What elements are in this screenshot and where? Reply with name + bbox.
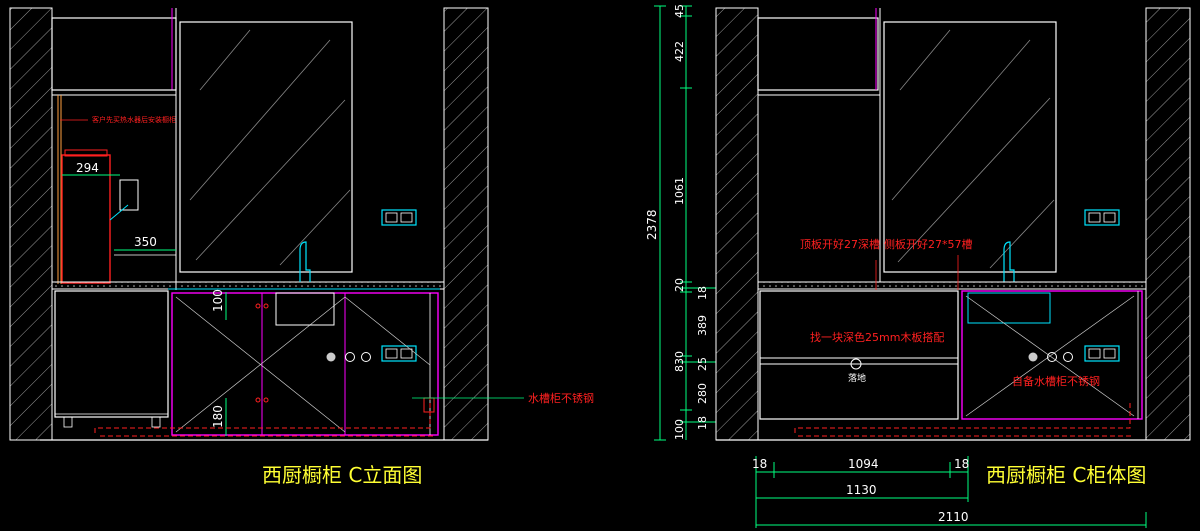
left-countertop xyxy=(51,281,445,290)
right-vdim-20: 20 xyxy=(673,278,686,292)
right-elevation: 2378 45 422 1061 20 830 18 389 25 280 10… xyxy=(645,4,1191,528)
left-dim-350: 350 xyxy=(134,235,157,249)
right-hdim-18a: 18 xyxy=(752,457,767,471)
right-vdim-18b: 18 xyxy=(696,416,709,430)
left-lower-cabinet xyxy=(54,290,169,418)
left-mirror xyxy=(179,21,353,273)
right-sink-note: 自备水槽柜不锈钢 xyxy=(1012,374,1100,388)
right-wall-left xyxy=(715,7,759,441)
right-vdim-25: 25 xyxy=(696,357,709,371)
left-wall-right xyxy=(443,7,489,441)
right-socket-lower xyxy=(1084,345,1120,362)
right-sink-cabinet xyxy=(961,290,1143,420)
right-vdim-830: 830 xyxy=(673,351,686,372)
left-socket-lower xyxy=(381,345,417,362)
right-side-board-note: 侧板开好27*57槽 xyxy=(884,237,973,251)
right-hdim-18b: 18 xyxy=(954,457,969,471)
right-vdim-389: 389 xyxy=(696,315,709,336)
right-upper-cabinet xyxy=(757,17,879,91)
right-vdim-total: 2378 xyxy=(645,209,659,240)
left-dim-100: 100 xyxy=(211,289,225,312)
right-vdim-422: 422 xyxy=(673,41,686,62)
left-socket-upper xyxy=(381,209,417,226)
left-elevation: 294 350 客户先买热水器后安装橱柜 xyxy=(9,7,594,487)
right-drain-note: 落地 xyxy=(848,372,866,384)
left-dim-180: 180 xyxy=(211,405,225,428)
left-upper-cabinet xyxy=(51,17,177,91)
left-sink-note: 水槽柜不锈钢 xyxy=(528,392,594,405)
right-title: 西厨橱柜 C柜体图 xyxy=(986,463,1146,487)
right-lower-left-cabinet xyxy=(759,290,959,420)
left-dim-294: 294 xyxy=(76,161,99,175)
right-vdim-100: 100 xyxy=(673,419,686,440)
right-vdim-18a: 18 xyxy=(696,286,709,300)
right-hdim-2110: 2110 xyxy=(938,510,969,524)
right-hdim-1094: 1094 xyxy=(848,457,879,471)
left-wall-left xyxy=(9,7,53,441)
right-top-board-note: 顶板开好27深槽 xyxy=(800,237,880,251)
right-vdim-1061: 1061 xyxy=(673,177,686,205)
right-hdim-1130: 1130 xyxy=(846,483,877,497)
right-socket-upper xyxy=(1084,209,1120,226)
right-mirror xyxy=(883,21,1057,273)
right-wall-right xyxy=(1145,7,1191,441)
right-countertop xyxy=(757,281,1147,290)
left-top-note: 客户先买热水器后安装橱柜 xyxy=(92,115,176,124)
right-vdim-280: 280 xyxy=(696,383,709,404)
right-vdim-45: 45 xyxy=(673,4,686,18)
right-shelf-note: 找一块深色25mm木板搭配 xyxy=(810,330,944,344)
left-title: 西厨橱柜 C立面图 xyxy=(262,463,422,487)
